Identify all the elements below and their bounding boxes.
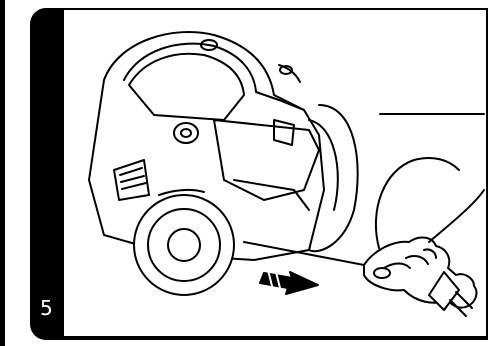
hand-with-plug-drawing	[364, 158, 484, 316]
step-number: 5	[40, 296, 53, 320]
page-edge-rule	[0, 0, 5, 346]
pull-arrow-icon	[260, 270, 318, 294]
vacuum-unplug-illustration	[64, 10, 486, 336]
